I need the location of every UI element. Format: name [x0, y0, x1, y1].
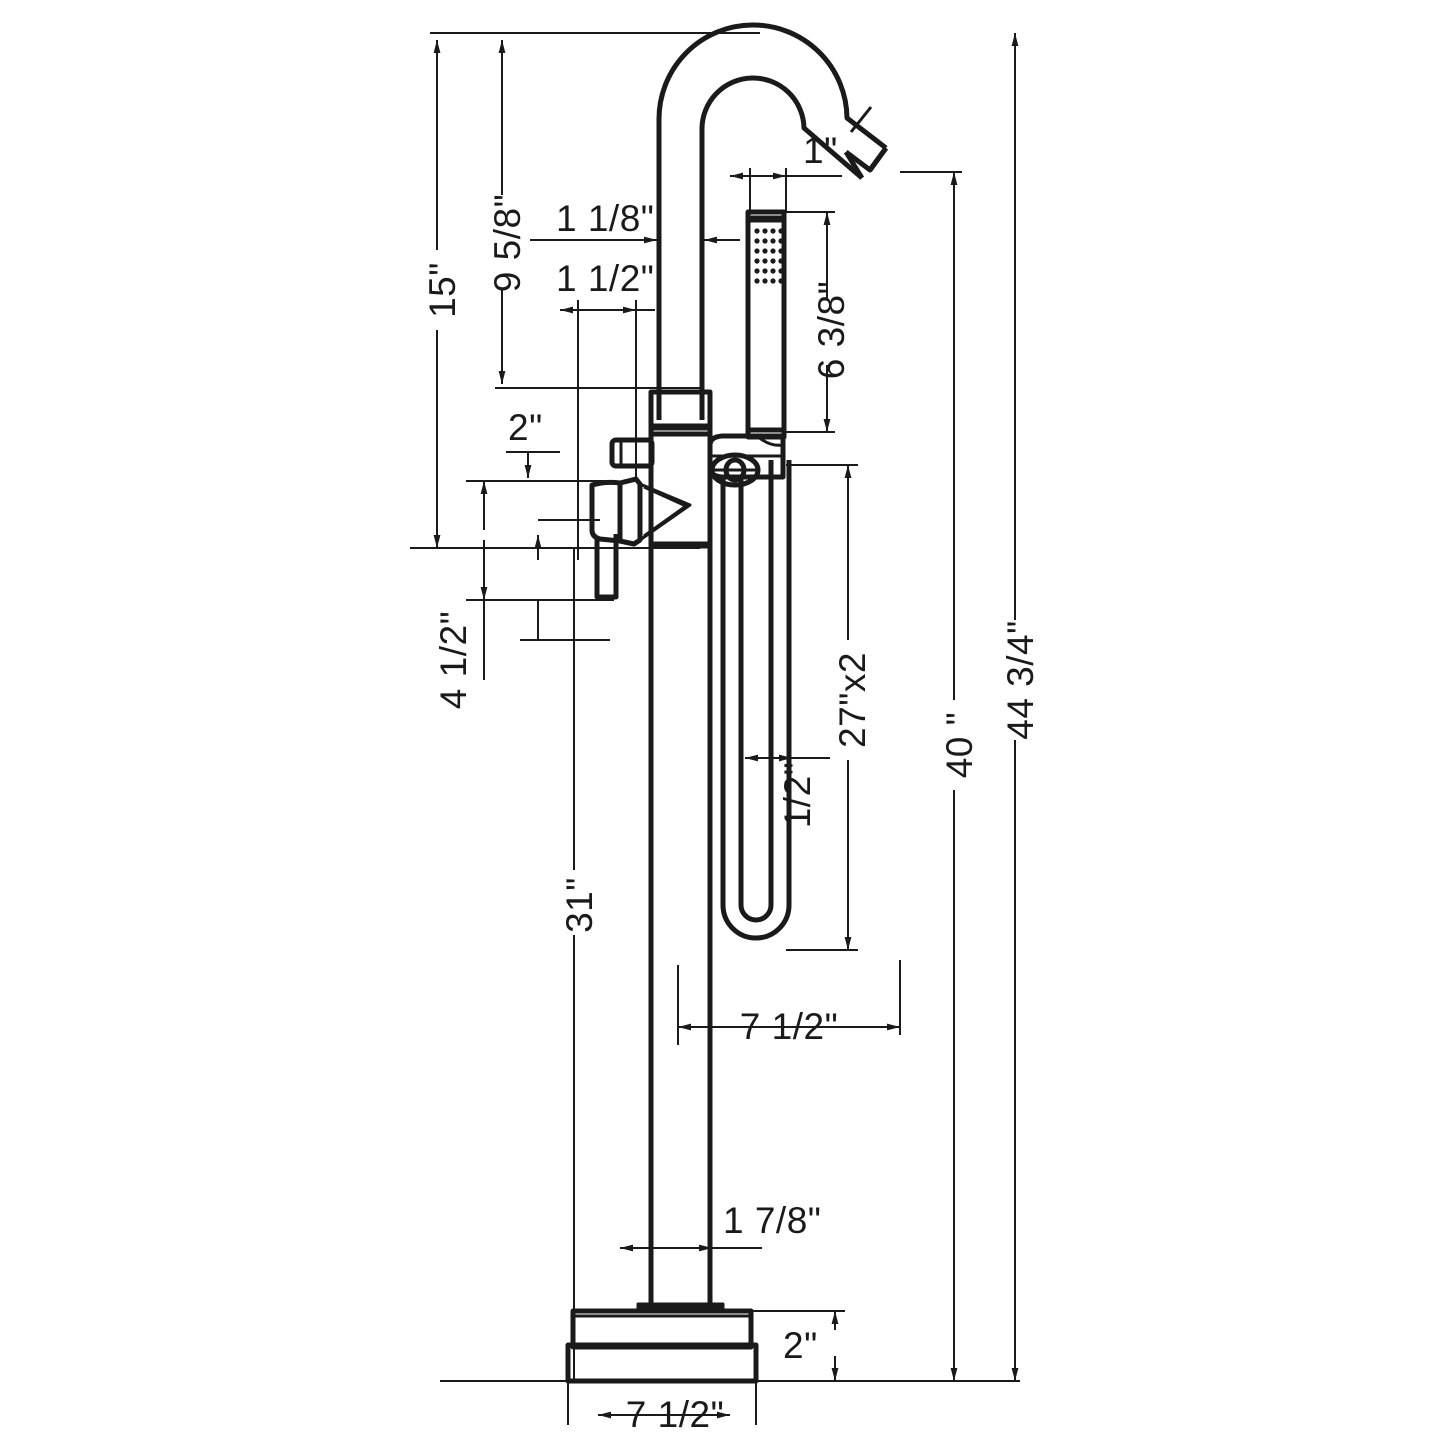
handshower-spray-face: [754, 228, 784, 284]
hose-connector-nut: [709, 452, 761, 488]
dim-1-1-8in: 1 1/8": [556, 198, 654, 239]
dim-1-2in-hose: 1/2": [777, 762, 818, 829]
spout-riser-tube: [656, 390, 705, 420]
shower-hose-loop: [720, 460, 792, 941]
handshower-wand: [745, 209, 787, 440]
diverter-button: [609, 437, 655, 469]
dim-40in: 40 ": [939, 712, 980, 779]
dim-44-3-4in: 44 3/4": [1000, 620, 1041, 740]
dim-1-7-8in: 1 7/8": [723, 1200, 821, 1241]
faucet-product-outline: [565, 22, 889, 1384]
dim-1in: 1": [803, 130, 838, 171]
dim-7-1-2in-mid: 7 1/2": [740, 1006, 838, 1047]
spout-goose-neck: [656, 22, 889, 390]
dimension-geometry: [410, 32, 1020, 1425]
dim-2in-base: 2": [783, 1325, 818, 1366]
dimension-labels: 15" 9 5/8" 1 1/8" 1 1/2" 1" 6 3/8" 2" 4 …: [422, 130, 1041, 1435]
dim-31in: 31": [559, 877, 600, 933]
dim-2in-diverter: 2": [508, 407, 543, 448]
dim-27in-x2: 27"x2: [832, 652, 873, 748]
dim-4-1-2in: 4 1/2": [433, 611, 474, 709]
dim-15in: 15": [422, 262, 463, 318]
dim-9-5-8in: 9 5/8": [487, 194, 528, 292]
dim-1-1-2in: 1 1/2": [556, 258, 654, 299]
main-riser-pipe: [648, 545, 713, 1304]
dim-7-1-2in-base: 7 1/2": [626, 1394, 724, 1435]
dim-6-3-8in: 6 3/8": [811, 281, 852, 379]
